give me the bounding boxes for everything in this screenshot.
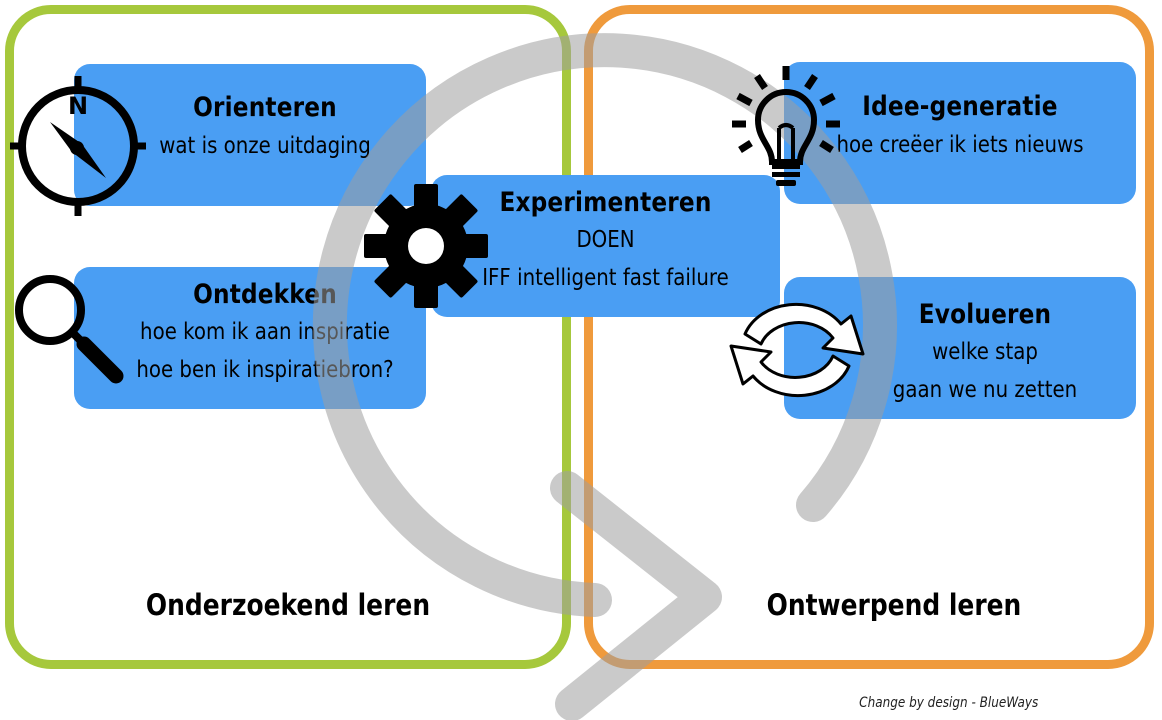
step-description: hoe kom ik aan inspiratie <box>140 319 390 345</box>
step-description: wat is onze uitdaging <box>159 133 371 159</box>
step-description: gaan we nu zetten <box>892 377 1078 403</box>
step-title: Orienteren <box>193 92 337 123</box>
gear-icon <box>364 184 488 308</box>
refresh-cycle-icon <box>729 302 865 398</box>
step-description: IFF intelligent fast failure <box>482 265 729 291</box>
compass-icon: N <box>10 76 146 216</box>
step-title: Idee-generatie <box>862 91 1058 122</box>
credit-text: Change by design - BlueWays <box>858 695 1038 711</box>
step-experimenteren: Experimenteren DOEN IFF intelligent fast… <box>431 175 780 317</box>
panel-label-ontwerpend: Ontwerpend leren <box>766 588 1022 622</box>
step-description: hoe creëer ik iets nieuws <box>836 132 1084 158</box>
panel-onderzoekend-leren <box>5 5 571 669</box>
lightbulb-icon <box>732 66 840 186</box>
step-description: DOEN <box>576 227 635 253</box>
step-description: welke stap <box>932 339 1038 365</box>
panel-label-onderzoekend: Onderzoekend leren <box>145 588 431 622</box>
step-ontdekken: Ontdekken hoe kom ik aan inspiratie hoe … <box>74 267 426 409</box>
step-title: Ontdekken <box>193 279 337 310</box>
magnifier-icon <box>15 275 124 384</box>
panel-ontwerpend-leren <box>584 5 1154 669</box>
step-title: Experimenteren <box>499 187 712 218</box>
step-title: Evolueren <box>918 299 1052 330</box>
compass-north-letter: N <box>68 92 88 120</box>
